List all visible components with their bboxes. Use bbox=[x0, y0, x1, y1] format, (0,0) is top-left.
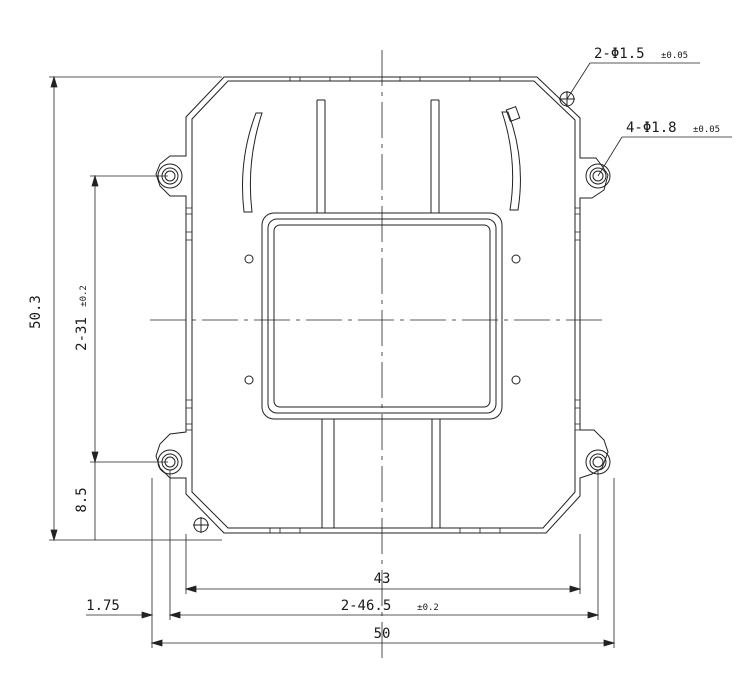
dim-hole-pitch-vertical-group: 2-31 ±0.2 bbox=[74, 285, 90, 351]
center-lines bbox=[150, 50, 608, 660]
dim-hole-pitch-vertical-tol: ±0.2 bbox=[79, 285, 89, 307]
callout-small-hole: 2-Φ1.5 bbox=[594, 46, 645, 62]
side-tabs bbox=[186, 77, 580, 533]
locating-hole-bottom-left bbox=[193, 517, 209, 533]
dim-edge-offset: 1.75 bbox=[86, 598, 120, 614]
spring-clip-left bbox=[242, 112, 263, 213]
dim-hole-pitch-horizontal-tol: ±0.2 bbox=[417, 603, 439, 613]
callout-small-hole-tol: ±0.05 bbox=[661, 51, 688, 61]
dim-hole-offset-vertical: 8.5 bbox=[74, 487, 90, 512]
dim-hole-pitch-horizontal: 2-46.5 bbox=[341, 598, 392, 614]
rib-top-left bbox=[316, 99, 326, 213]
rib-bottom-left bbox=[321, 419, 335, 528]
pin-hole bbox=[244, 254, 254, 264]
rib-bottom-right bbox=[431, 419, 441, 528]
pin-hole bbox=[244, 375, 254, 385]
pin-hole bbox=[511, 375, 521, 385]
dim-width-total: 50 bbox=[374, 626, 391, 642]
callout-mount-hole-tol: ±0.05 bbox=[693, 125, 720, 135]
housing-outline bbox=[155, 76, 609, 534]
pin-hole bbox=[511, 254, 521, 264]
dim-height-total: 50.3 bbox=[28, 295, 44, 329]
mount-hole-top-right bbox=[585, 163, 611, 189]
dim-frame-width: 43 bbox=[374, 571, 391, 587]
dim-hole-pitch-vertical: 2-31 bbox=[74, 317, 90, 351]
spring-clip-right bbox=[501, 106, 521, 211]
callout-mount-hole: 4-Φ1.8 bbox=[626, 120, 677, 136]
rib-top-right bbox=[430, 99, 440, 213]
dimension-lines bbox=[49, 62, 732, 648]
